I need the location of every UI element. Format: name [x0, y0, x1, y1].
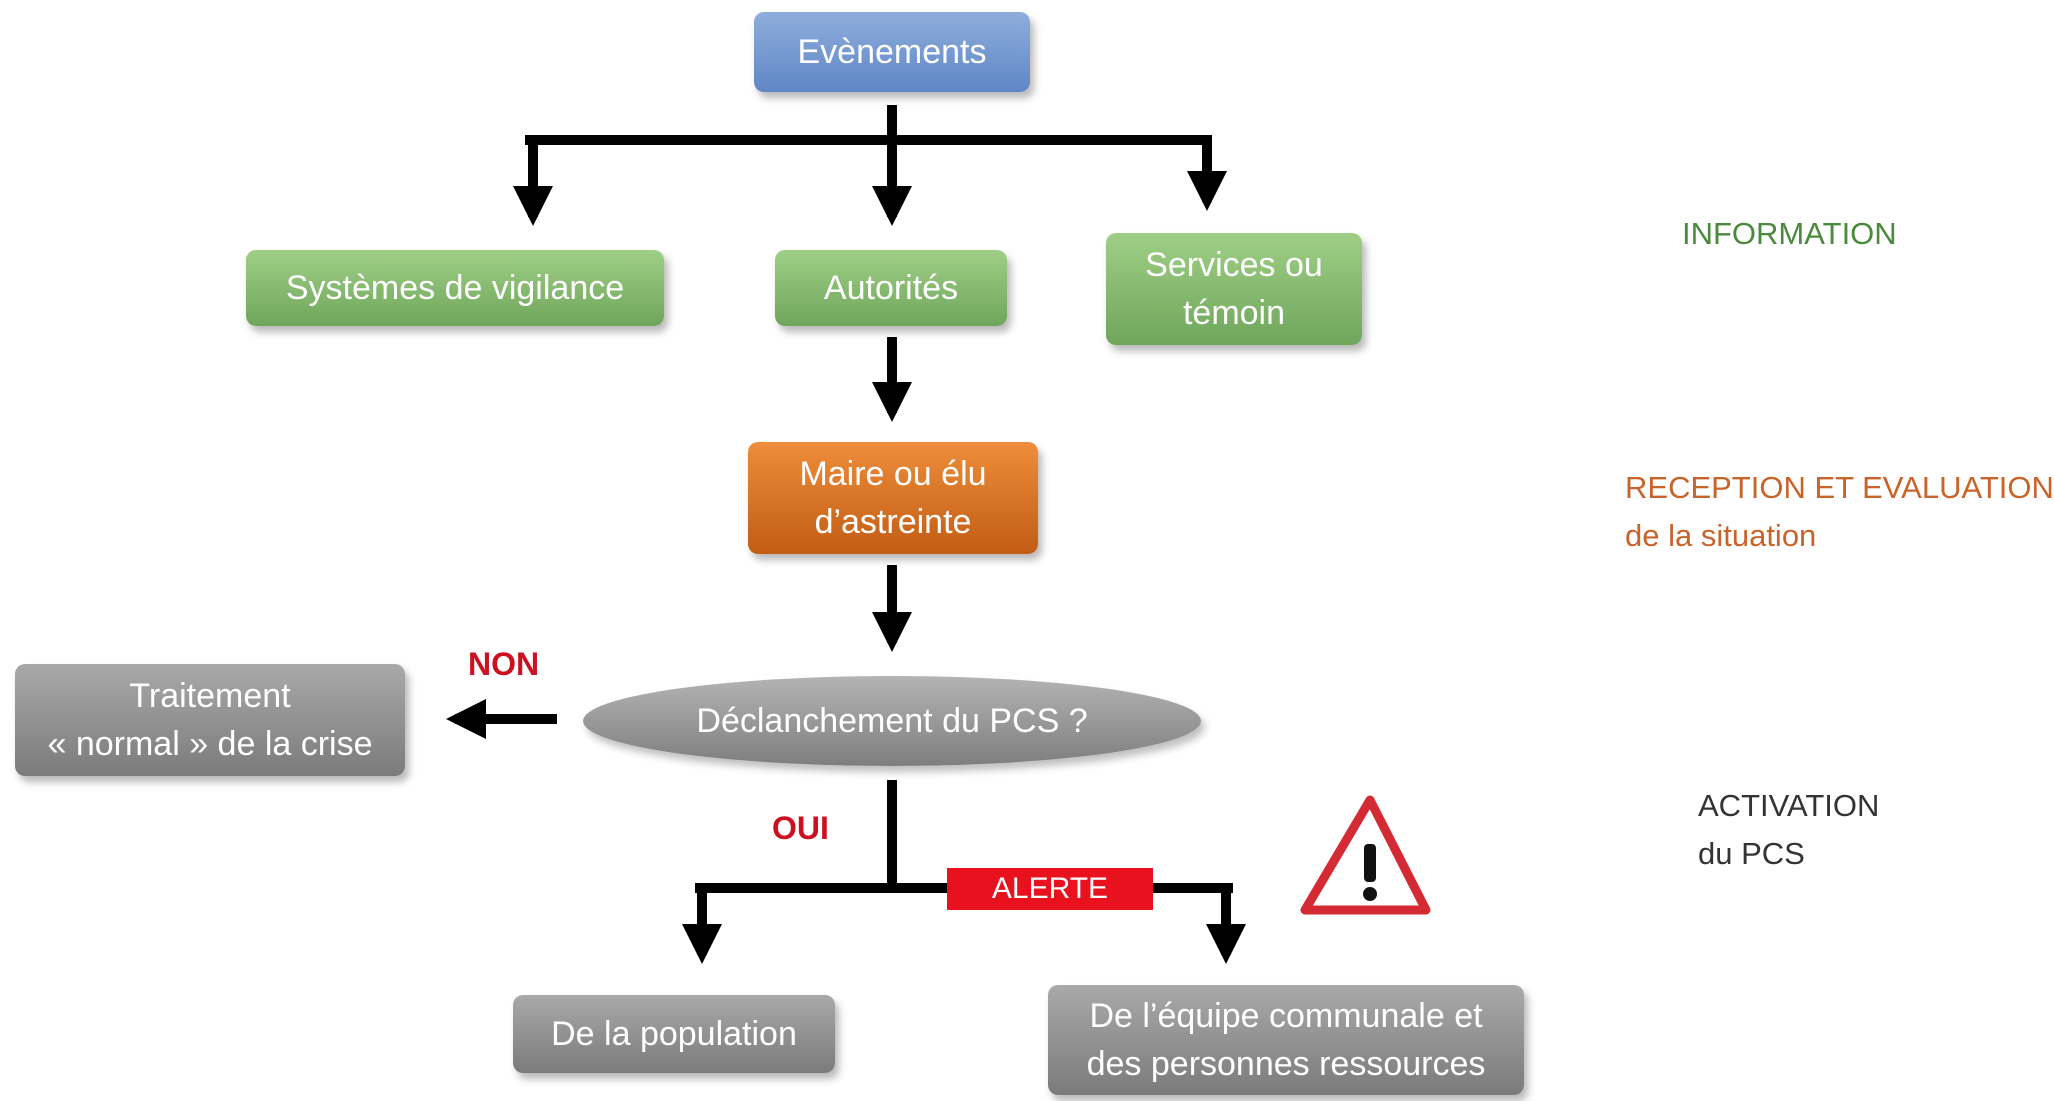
node-population-label: De la population: [551, 1015, 797, 1053]
node-equipe-line2: des personnes ressources: [1086, 1045, 1486, 1083]
label-oui: OUI: [772, 810, 829, 846]
node-maire-line1: Maire ou élu: [799, 455, 987, 493]
node-services-ou-temoin: Services ou témoin: [1106, 233, 1362, 345]
node-services-line2: témoin: [1182, 294, 1286, 332]
node-systemes-de-vigilance: Systèmes de vigilance: [246, 250, 664, 326]
node-autorites-label: Autorités: [823, 269, 959, 307]
node-maire-ou-elu: Maire ou élu d’astreinte: [748, 442, 1038, 554]
phase-reception-evaluation: RECEPTION ET EVALUATION de la situation: [1625, 464, 2054, 560]
alerte-badge: ALERTE: [947, 868, 1153, 910]
phase-activation-line1: ACTIVATION: [1698, 788, 1880, 823]
node-evenements: Evènements: [754, 12, 1030, 92]
phase-activation: ACTIVATION du PCS: [1698, 782, 1879, 878]
node-traitement-line1: Traitement: [129, 677, 291, 715]
node-de-la-population: De la population: [513, 995, 835, 1073]
phase-reception-line2: de la situation: [1625, 518, 1817, 553]
phase-activation-line2: du PCS: [1698, 836, 1805, 871]
node-equipe-line1: De l’équipe communale et: [1089, 997, 1483, 1035]
node-maire-line2: d’astreinte: [814, 503, 972, 541]
node-traitement-line2: « normal » de la crise: [47, 725, 373, 763]
node-traitement-normal: Traitement « normal » de la crise: [15, 664, 405, 776]
node-declanchement-du-pcs: Déclanchement du PCS ?: [583, 676, 1201, 766]
phase-information: INFORMATION: [1682, 210, 1897, 258]
node-declanchement-label: Déclanchement du PCS ?: [696, 701, 1088, 740]
label-non: NON: [468, 646, 540, 682]
phase-information-label: INFORMATION: [1682, 216, 1897, 251]
warning-triangle-icon: [1300, 795, 1431, 915]
node-services-line1: Services ou: [1145, 246, 1323, 284]
node-equipe-communale: De l’équipe communale et des personnes r…: [1048, 985, 1524, 1095]
phase-reception-line1: RECEPTION ET EVALUATION: [1625, 470, 2054, 505]
node-autorites: Autorités: [775, 250, 1007, 326]
node-evenements-label: Evènements: [797, 33, 987, 71]
node-vigilance-label: Systèmes de vigilance: [285, 269, 625, 307]
